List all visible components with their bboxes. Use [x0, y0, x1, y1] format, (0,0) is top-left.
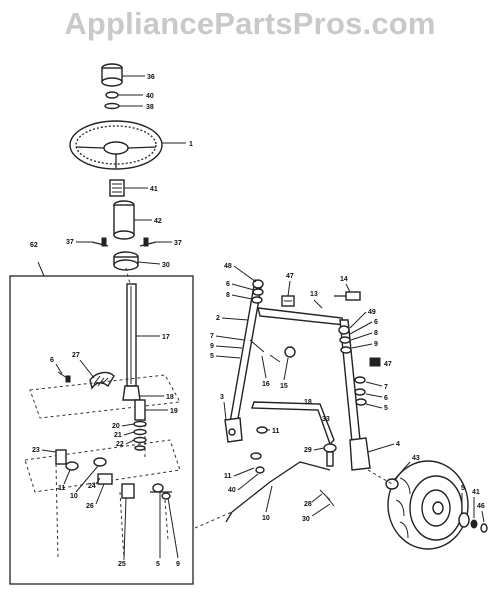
label-37-right: 37 — [174, 240, 182, 247]
nut-47b[interactable] — [369, 357, 381, 367]
label-8-right: 8 — [226, 292, 230, 299]
axle-bracket-left[interactable] — [224, 417, 243, 443]
label-6-right: 6 — [226, 281, 230, 288]
drag-link-right[interactable] — [338, 319, 361, 443]
label-37-left: 37 — [66, 239, 74, 246]
label-48: 48 — [224, 263, 232, 270]
label-49: 49 — [368, 309, 376, 316]
label-27: 27 — [72, 352, 80, 359]
front-tire[interactable] — [387, 460, 469, 550]
steering-cap[interactable] — [101, 63, 123, 87]
steering-drag-link[interactable] — [194, 461, 331, 529]
assembly-frame-box — [9, 275, 194, 585]
label-6-far2: 6 — [384, 395, 388, 402]
label-5-far: 5 — [384, 405, 388, 412]
label-7-right: 7 — [210, 333, 214, 340]
label-40: 40 — [146, 93, 154, 100]
label-7-far: 7 — [384, 384, 388, 391]
label-26: 26 — [86, 503, 94, 510]
label-22: 22 — [116, 441, 124, 448]
label-14: 14 — [340, 276, 348, 283]
label-1: 1 — [189, 141, 193, 148]
ball-joint-29[interactable] — [323, 443, 337, 467]
sector-gear-parts[interactable] — [55, 449, 172, 500]
label-5-right: 5 — [210, 353, 214, 360]
label-33: 33 — [322, 416, 330, 423]
bolt-14[interactable] — [334, 291, 361, 301]
label-10-box: 10 — [70, 493, 78, 500]
label-18: 18 — [166, 394, 174, 401]
pinion-gear[interactable] — [133, 399, 147, 451]
steering-support[interactable] — [113, 251, 139, 271]
label-38: 38 — [146, 104, 154, 111]
gear-bolt[interactable] — [65, 375, 71, 383]
callout-labels: 36 40 38 1 41 42 37 37 30 62 17 6 27 18 … — [30, 74, 485, 568]
label-46: 46 — [477, 503, 485, 510]
label-19: 19 — [170, 408, 178, 415]
label-25: 25 — [118, 561, 126, 568]
label-13: 13 — [310, 291, 318, 298]
label-40-lower: 40 — [228, 487, 236, 494]
steering-wheel[interactable] — [69, 120, 163, 170]
tie-rod-upper[interactable] — [257, 307, 345, 358]
label-17: 17 — [162, 334, 170, 341]
label-11-right: 11 — [272, 428, 280, 435]
axle-bolt-47[interactable] — [281, 295, 295, 307]
label-8-far: 8 — [374, 330, 378, 337]
steering-adapter[interactable] — [109, 179, 125, 197]
label-15: 15 — [280, 383, 288, 390]
steering-shaft[interactable] — [122, 283, 141, 401]
label-11-box: 11 — [58, 485, 66, 492]
label-42: 42 — [154, 218, 162, 225]
label-41-wheel: 41 — [472, 489, 480, 496]
label-4: 4 — [396, 441, 400, 448]
label-47-right: 47 — [384, 361, 392, 368]
tie-rod[interactable] — [251, 401, 335, 446]
label-30: 30 — [162, 262, 170, 269]
label-47-top: 47 — [286, 273, 294, 280]
label-29: 29 — [304, 447, 312, 454]
bolt-left[interactable] — [91, 237, 109, 247]
label-20: 20 — [112, 423, 120, 430]
steering-gear-plate[interactable] — [89, 371, 115, 390]
bolt-right[interactable] — [139, 237, 157, 247]
steering-washer[interactable] — [104, 102, 120, 110]
wheel-hub-parts[interactable] — [385, 478, 488, 533]
label-6-far: 6 — [374, 319, 378, 326]
label-28: 28 — [304, 501, 312, 508]
label-43: 43 — [412, 455, 420, 462]
label-23: 23 — [32, 447, 40, 454]
label-21: 21 — [114, 432, 122, 439]
label-2: 2 — [216, 315, 220, 322]
label-9-far: 9 — [374, 341, 378, 348]
label-11-lower: 11 — [224, 473, 232, 480]
steering-bushing-tube[interactable] — [113, 200, 135, 240]
label-10-right: 10 — [262, 515, 270, 522]
spindle-right[interactable] — [349, 376, 371, 471]
watermark-text: AppliancePartsPros.com — [64, 6, 436, 41]
label-9-box: 9 — [176, 561, 180, 568]
ball-joint-11[interactable] — [250, 426, 268, 474]
label-9-right: 9 — [210, 343, 214, 350]
label-62: 62 — [30, 242, 38, 249]
label-41: 41 — [150, 186, 158, 193]
label-36: 36 — [147, 74, 155, 81]
label-30-lower: 30 — [302, 516, 310, 523]
label-5-wheel: 5 — [461, 485, 465, 492]
label-5-box: 5 — [156, 561, 160, 568]
steering-nut[interactable] — [105, 91, 119, 99]
label-3: 3 — [220, 394, 224, 401]
label-18-right: 18 — [304, 399, 312, 406]
label-24: 24 — [88, 483, 96, 490]
label-16: 16 — [262, 381, 270, 388]
label-6-box: 6 — [50, 357, 54, 364]
